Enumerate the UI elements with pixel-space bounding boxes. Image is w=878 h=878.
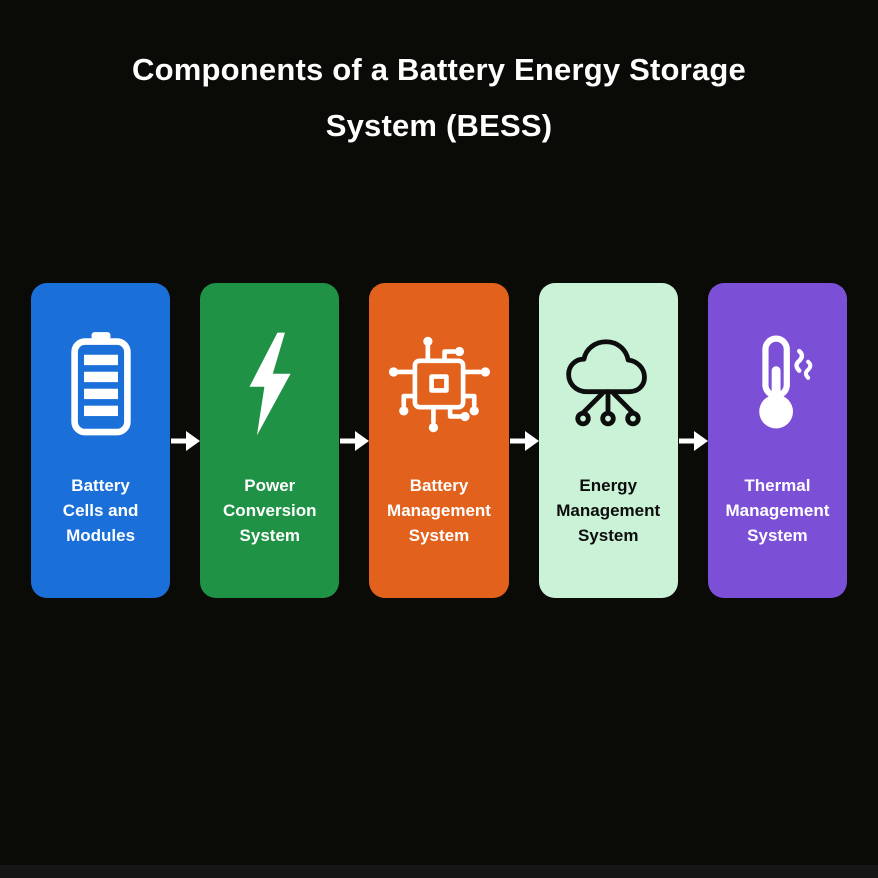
circuit-icon <box>383 323 495 445</box>
diagram-title-wrap: Components of a Battery Energy Storage S… <box>0 42 878 154</box>
thermometer-icon <box>737 323 817 445</box>
components-flow: Battery Cells and Modules Power Conversi… <box>31 283 848 598</box>
flow-arrow <box>509 283 539 598</box>
card-label: Battery Cells and Modules <box>62 476 139 545</box>
diagram-title: Components of a Battery Energy Storage S… <box>132 52 746 143</box>
card-battery-management: Battery Management System <box>369 283 509 598</box>
flow-arrow <box>170 283 201 598</box>
card-battery-cells: Battery Cells and Modules <box>31 283 171 598</box>
card-label: Energy Management System <box>556 476 661 545</box>
card-energy-management: Energy Management System <box>538 283 678 598</box>
card-label: Battery Management System <box>387 476 491 545</box>
lightning-icon <box>242 323 298 445</box>
cloud-network-icon <box>560 323 656 445</box>
bottom-bar <box>0 865 878 878</box>
card-thermal-management: Thermal Management System <box>707 283 848 598</box>
flow-arrow <box>678 283 708 598</box>
battery-icon <box>68 323 134 445</box>
card-label: Power Conversion System <box>223 476 317 545</box>
flow-arrow <box>339 283 370 598</box>
card-label: Thermal Management System <box>725 476 830 545</box>
card-power-conversion: Power Conversion System <box>200 283 340 598</box>
